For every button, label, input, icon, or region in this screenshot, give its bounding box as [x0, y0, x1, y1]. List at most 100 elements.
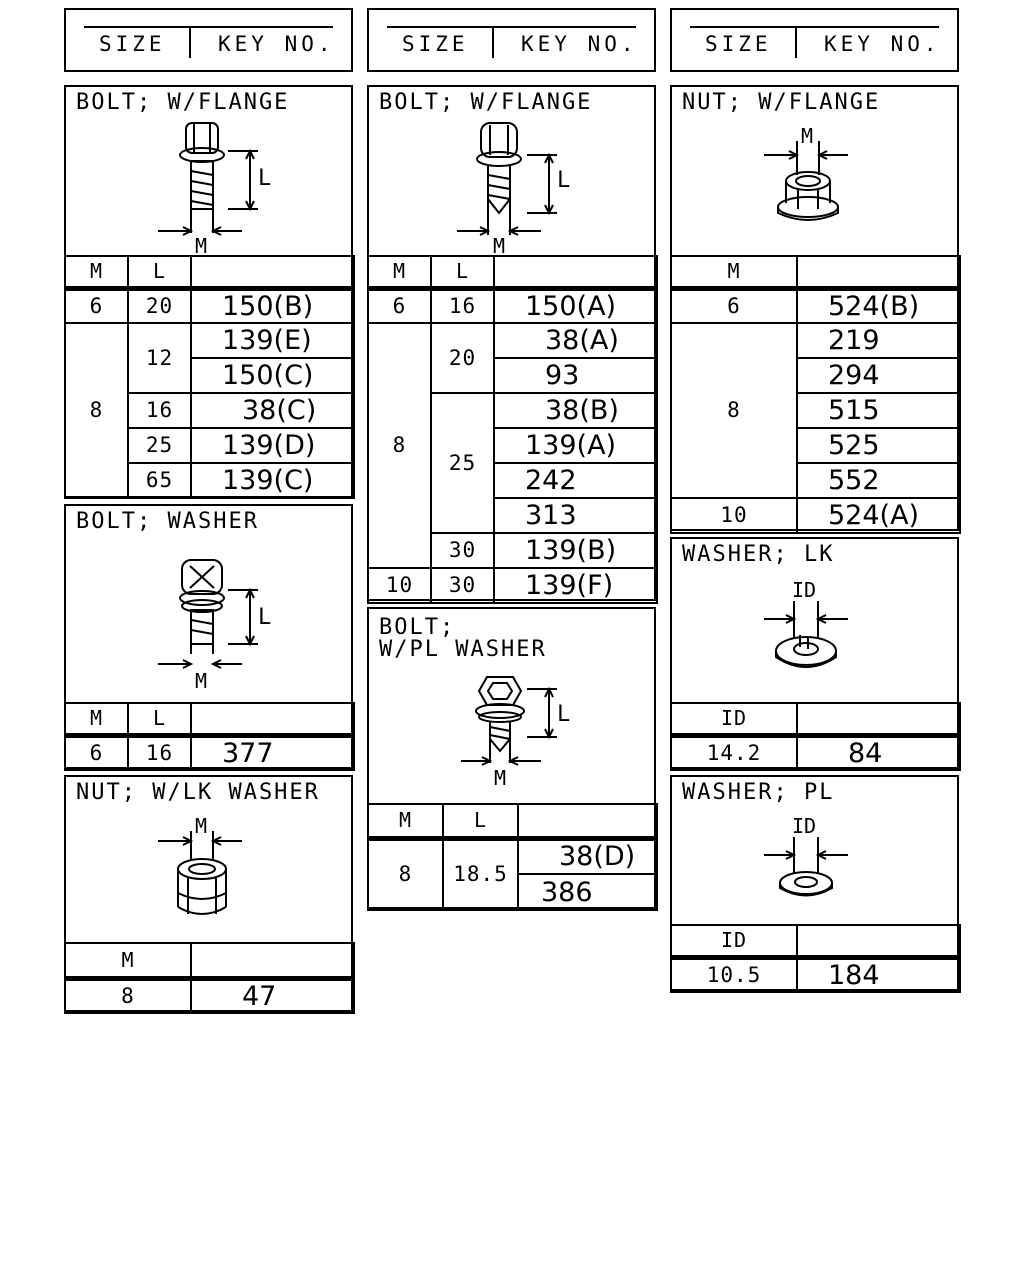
- table-row: 25 38(B): [368, 392, 658, 534]
- header-key-label: KEY NO.: [218, 32, 335, 56]
- table-row: 6 16 377: [64, 734, 355, 771]
- panel-title: WASHER; PL: [682, 780, 835, 805]
- table-header-row: ID: [670, 924, 961, 960]
- cell-key: 139(D): [190, 427, 355, 464]
- cell-m: 6: [64, 734, 129, 771]
- header-col-3: SIZE KEY NO.: [670, 8, 959, 72]
- table-row: 150(C): [65, 357, 355, 394]
- cell-l: 16: [430, 287, 495, 324]
- table-row: 6 524(B): [670, 287, 961, 324]
- cell-key: 524(A): [796, 497, 961, 534]
- cell-key: 294: [796, 357, 961, 394]
- panel-washer-pl: WASHER; PL ID ID 10.5 184: [670, 775, 961, 993]
- panel-nut-flange: NUT; W/FLANGE M M 6 524(B) 8 219: [670, 85, 961, 534]
- header-rule: [387, 26, 636, 28]
- dim-id-label: ID: [792, 579, 816, 602]
- col-l-header: L: [430, 255, 495, 291]
- cell-m: 6: [64, 287, 129, 324]
- cell-id: 10.5: [670, 956, 798, 993]
- table-row: 10 30 139(F): [367, 567, 658, 604]
- panel-bolt-flange-2: BOLT; W/FLANGE L M M L 6 16 150(: [367, 85, 658, 604]
- plain-washer-drawing: ID: [764, 814, 848, 897]
- cell-key: 377: [190, 734, 355, 771]
- dim-l-label: L: [258, 605, 271, 630]
- dim-m-label: M: [493, 234, 505, 255]
- panel-title: WASHER; LK: [682, 542, 835, 567]
- col-id-header: ID: [670, 924, 798, 960]
- cell-key: 38(C): [190, 392, 355, 429]
- dim-m-label: M: [195, 814, 207, 838]
- lock-washer-drawing: ID: [764, 579, 848, 668]
- table-row: 386: [368, 873, 658, 911]
- table-row: 10 524(A): [670, 497, 961, 534]
- panel-bolt-flange-1: BOLT; W/FLANGE L M M L 6 20 150(: [64, 85, 355, 499]
- cell-m: 10: [670, 497, 798, 534]
- dim-l-label: L: [258, 166, 271, 191]
- cell-l: 16: [127, 734, 192, 771]
- cell-m: 8: [64, 322, 129, 499]
- bolt-flange-2-table: M L 6 16 150(A) 8 20 38(A) 93 25 38(B) 1…: [367, 255, 658, 604]
- table-row: 139(A): [368, 427, 658, 464]
- table-row: 65 139(C): [65, 462, 355, 499]
- panel-title: BOLT; W/FLANGE: [76, 90, 290, 115]
- cell-key: 525: [796, 427, 961, 464]
- cell-l: 30: [430, 532, 495, 569]
- dim-m-label: M: [801, 124, 813, 148]
- header-size-label: SIZE: [99, 32, 166, 56]
- cell-l: 18.5: [442, 837, 519, 911]
- panel-washer-lk: WASHER; LK ID ID 14.2 84: [670, 537, 961, 771]
- cell-key: 38(D): [517, 837, 658, 875]
- dim-m-label: M: [494, 766, 506, 790]
- cell-m: 6: [367, 287, 432, 324]
- cell-m: 10: [367, 567, 432, 604]
- cell-l: 20: [127, 287, 192, 324]
- nut-lk-washer-table: M 8 47: [64, 942, 355, 1014]
- table-row: 10.5 184: [670, 956, 961, 993]
- col-key-header: [796, 924, 961, 960]
- col-key-header: [190, 702, 355, 738]
- cell-l: 16: [127, 392, 192, 429]
- cell-l: 65: [127, 462, 192, 499]
- dim-l-label: L: [557, 702, 570, 727]
- dim-m-label: M: [195, 669, 207, 692]
- col-m-header: M: [367, 803, 444, 841]
- panel-nut-lk-washer: NUT; W/LK WASHER M M 8 47: [64, 775, 355, 1014]
- cell-l: 25: [127, 427, 192, 464]
- table-row: 294: [671, 357, 961, 394]
- cell-key: 150(A): [493, 287, 658, 324]
- cell-key: 515: [796, 392, 961, 429]
- panel-bolt-pl-washer: BOLT; W/PL WASHER L M M L 8 18.5: [367, 607, 658, 911]
- cell-key: 139(B): [493, 532, 658, 569]
- header-rule: [690, 26, 939, 28]
- header-key-label: KEY NO.: [824, 32, 941, 56]
- cell-key: 139(A): [493, 427, 658, 464]
- col-m-header: M: [64, 702, 129, 738]
- cell-key: 47: [190, 977, 355, 1014]
- table-row: 25 139(D): [65, 427, 355, 464]
- col-key-header: [796, 255, 961, 291]
- cell-key: 38(B): [493, 392, 658, 429]
- flange-nut-drawing: M: [764, 124, 848, 221]
- table-row: 6 16 150(A): [367, 287, 658, 324]
- table-header-row: M L: [64, 255, 355, 291]
- header-rule: [84, 26, 333, 28]
- cell-m: 8: [367, 322, 432, 569]
- col-key-header: [796, 702, 961, 738]
- header-size-label: SIZE: [705, 32, 772, 56]
- col-l-header: L: [442, 803, 519, 841]
- panel-title: NUT; W/FLANGE: [682, 90, 881, 115]
- table-row: 16 38(C): [65, 392, 355, 429]
- bolt-washer-table: M L 6 16 377: [64, 702, 355, 771]
- cell-m: 8: [670, 322, 798, 499]
- pl-washer-bolt-drawing: L M: [461, 676, 570, 790]
- lock-nut-drawing: M: [158, 814, 242, 915]
- table-row: 14.2 84: [670, 734, 961, 771]
- cell-key: 84: [796, 734, 961, 771]
- col-m-header: M: [64, 255, 129, 291]
- panel-title: BOLT; W/PL WASHER: [379, 615, 547, 662]
- bolt-pl-washer-table: M L 8 18.5 38(D) 386: [367, 803, 658, 911]
- washer-lk-table: ID 14.2 84: [670, 702, 961, 771]
- dim-id-label: ID: [792, 814, 816, 838]
- cell-key: 38(A): [493, 322, 658, 359]
- col-key-header: [493, 255, 658, 291]
